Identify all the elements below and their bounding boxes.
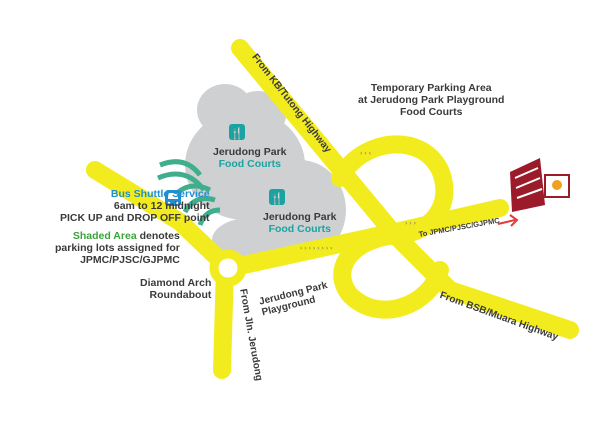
svg-text:🍴: 🍴 <box>270 192 284 205</box>
svg-text:› › › › › › › ›: › › › › › › › › <box>300 245 333 252</box>
food-court-label-1: Jerudong Park Food Courts <box>213 146 287 170</box>
svg-text:‹ ‹ ‹: ‹ ‹ ‹ <box>360 150 371 157</box>
svg-text:🍴: 🍴 <box>230 127 244 140</box>
shaded-area-highlight: Shaded Area <box>72 230 137 242</box>
fork-knife-icon: 🍴 <box>229 124 245 140</box>
fork-knife-icon: 🍴 <box>269 189 285 205</box>
shaded-area-rest: denotes <box>136 230 180 242</box>
bus-icon <box>165 190 181 206</box>
road-arrows: › › › › › › › › › › › ‹ ‹ ‹ <box>300 150 416 252</box>
diamond-arch-roundabout <box>209 249 247 287</box>
temporary-parking-label: Temporary Parking Area at Jerudong Park … <box>358 82 505 118</box>
shaded-area-label: Shaded Area denotes parking lots assigne… <box>55 230 180 266</box>
svg-text:› › ›: › › › <box>405 220 416 227</box>
roundabout-label: Diamond Arch Roundabout <box>140 277 212 301</box>
food-court-area <box>185 84 346 262</box>
food-court-label-2: Jerudong Park Food Courts <box>263 211 337 235</box>
red-arrow-icon <box>497 214 519 227</box>
building-icon <box>510 158 570 212</box>
bus-shuttle-label: Bus Shuttle Service 6am to 12 midnight P… <box>60 188 210 224</box>
